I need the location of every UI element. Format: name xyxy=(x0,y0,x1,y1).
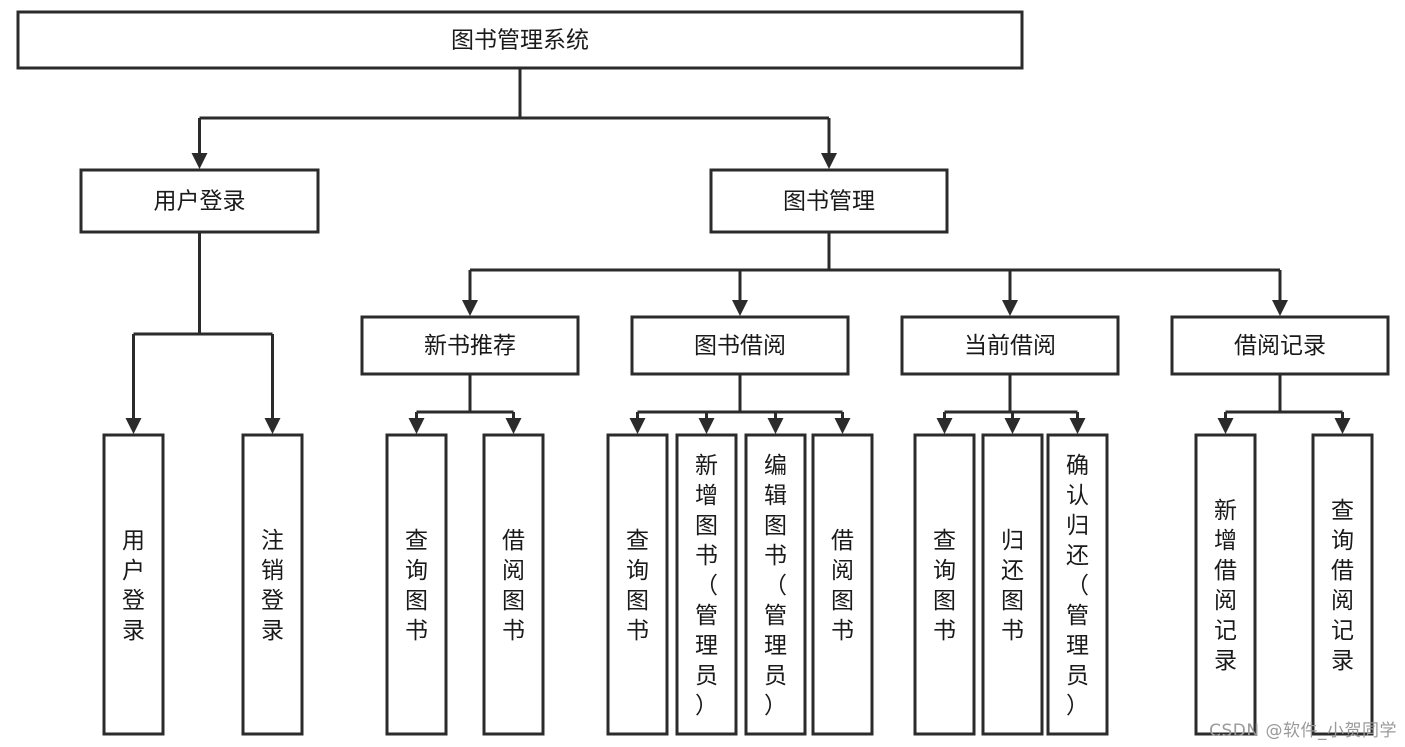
node-box-leaf-13 xyxy=(1311,433,1374,736)
node-label-root: 图书管理系统 xyxy=(451,28,589,54)
node-label-leaf-7: 编辑图书（管理员） xyxy=(764,453,787,719)
node-leaf-1[interactable]: 用户登录 xyxy=(102,433,165,736)
node-leaf-10[interactable]: 归还图书 xyxy=(981,433,1044,736)
node-leaf-13[interactable]: 查询借阅记录 xyxy=(1311,433,1374,736)
node-box-leaf-3 xyxy=(385,433,448,736)
node-box-leaf-9 xyxy=(913,433,976,736)
node-box-root xyxy=(16,10,1024,70)
node-current[interactable]: 当前借阅 xyxy=(900,315,1120,376)
node-label-records: 借阅记录 xyxy=(1234,333,1326,359)
node-leaf-8[interactable]: 借阅图书 xyxy=(811,433,874,736)
node-label-newbook: 新书推荐 xyxy=(424,333,516,359)
node-newbook[interactable]: 新书推荐 xyxy=(360,315,580,376)
node-box-leaf-2 xyxy=(241,433,304,736)
node-box-leaf-1 xyxy=(102,433,165,736)
node-box-leaf-6 xyxy=(675,433,738,736)
node-box-leaf-11 xyxy=(1046,433,1109,736)
node-label-leaf-12: 新增借阅记录 xyxy=(1214,498,1237,674)
arrowhead-leaf-7 xyxy=(767,418,784,434)
arrowhead-leaf-4 xyxy=(505,418,522,434)
node-leaf-9[interactable]: 查询图书 xyxy=(913,433,976,736)
arrowhead-login xyxy=(191,153,208,169)
node-label-leaf-4: 借阅图书 xyxy=(502,528,525,644)
node-label-leaf-6: 新增图书（管理员） xyxy=(695,453,718,719)
node-root[interactable]: 图书管理系统 xyxy=(16,10,1024,70)
node-label-bookmgmt: 图书管理 xyxy=(783,189,875,215)
node-leaf-7[interactable]: 编辑图书（管理员） xyxy=(744,433,807,736)
node-label-borrow: 图书借阅 xyxy=(694,333,786,359)
arrowhead-borrow xyxy=(732,300,748,316)
node-box-leaf-7 xyxy=(744,433,807,736)
node-layer: 图书管理系统用户登录图书管理新书推荐图书借阅当前借阅借阅记录用户登录注销登录查询… xyxy=(16,10,1390,736)
node-borrow[interactable]: 图书借阅 xyxy=(630,315,850,376)
node-label-leaf-1: 用户登录 xyxy=(122,528,145,644)
arrowhead-leaf-3 xyxy=(408,418,425,434)
node-leaf-4[interactable]: 借阅图书 xyxy=(482,433,545,736)
node-leaf-11[interactable]: 确认归还（管理员） xyxy=(1046,433,1109,736)
arrowhead-leaf-5 xyxy=(629,418,646,434)
node-label-leaf-9: 查询图书 xyxy=(933,528,956,644)
node-label-current: 当前借阅 xyxy=(964,333,1056,359)
arrowhead-leaf-11 xyxy=(1069,418,1086,434)
node-label-leaf-8: 借阅图书 xyxy=(831,528,854,644)
node-box-bookmgmt xyxy=(709,168,949,234)
node-box-leaf-12 xyxy=(1194,433,1257,736)
node-leaf-6[interactable]: 新增图书（管理员） xyxy=(675,433,738,736)
arrowhead-leaf-10 xyxy=(1004,418,1021,434)
arrowhead-leaf-13 xyxy=(1334,418,1351,434)
node-label-leaf-3: 查询图书 xyxy=(405,528,428,644)
node-label-leaf-5: 查询图书 xyxy=(626,528,649,644)
arrowhead-leaf-8 xyxy=(834,418,851,434)
arrowhead-bookmgmt xyxy=(821,153,837,169)
node-box-leaf-10 xyxy=(981,433,1044,736)
node-box-login xyxy=(79,168,320,234)
node-label-leaf-2: 注销登录 xyxy=(261,528,284,644)
node-bookmgmt[interactable]: 图书管理 xyxy=(709,168,949,234)
arrowhead-records xyxy=(1272,300,1288,316)
node-login[interactable]: 用户登录 xyxy=(79,168,320,234)
node-label-leaf-11: 确认归还（管理员） xyxy=(1066,453,1089,719)
arrowhead-leaf-1 xyxy=(125,418,142,434)
node-box-borrow xyxy=(630,315,850,376)
node-label-leaf-10: 归还图书 xyxy=(1001,528,1024,644)
node-box-leaf-5 xyxy=(606,433,669,736)
arrowhead-leaf-6 xyxy=(698,418,715,434)
arrowhead-current xyxy=(1002,300,1018,316)
node-box-leaf-8 xyxy=(811,433,874,736)
arrowhead-leaf-2 xyxy=(264,418,281,434)
node-box-current xyxy=(900,315,1120,376)
node-leaf-5[interactable]: 查询图书 xyxy=(606,433,669,736)
node-leaf-12[interactable]: 新增借阅记录 xyxy=(1194,433,1257,736)
node-label-leaf-13: 查询借阅记录 xyxy=(1331,498,1354,674)
node-records[interactable]: 借阅记录 xyxy=(1170,315,1390,376)
node-box-leaf-4 xyxy=(482,433,545,736)
node-leaf-2[interactable]: 注销登录 xyxy=(241,433,304,736)
arrowhead-leaf-9 xyxy=(936,418,953,434)
node-leaf-3[interactable]: 查询图书 xyxy=(385,433,448,736)
node-label-login: 用户登录 xyxy=(154,189,246,215)
arrowhead-newbook xyxy=(462,300,478,316)
arrowhead-leaf-12 xyxy=(1217,418,1234,434)
node-box-records xyxy=(1170,315,1390,376)
node-box-newbook xyxy=(360,315,580,376)
connector-layer xyxy=(125,68,1351,434)
